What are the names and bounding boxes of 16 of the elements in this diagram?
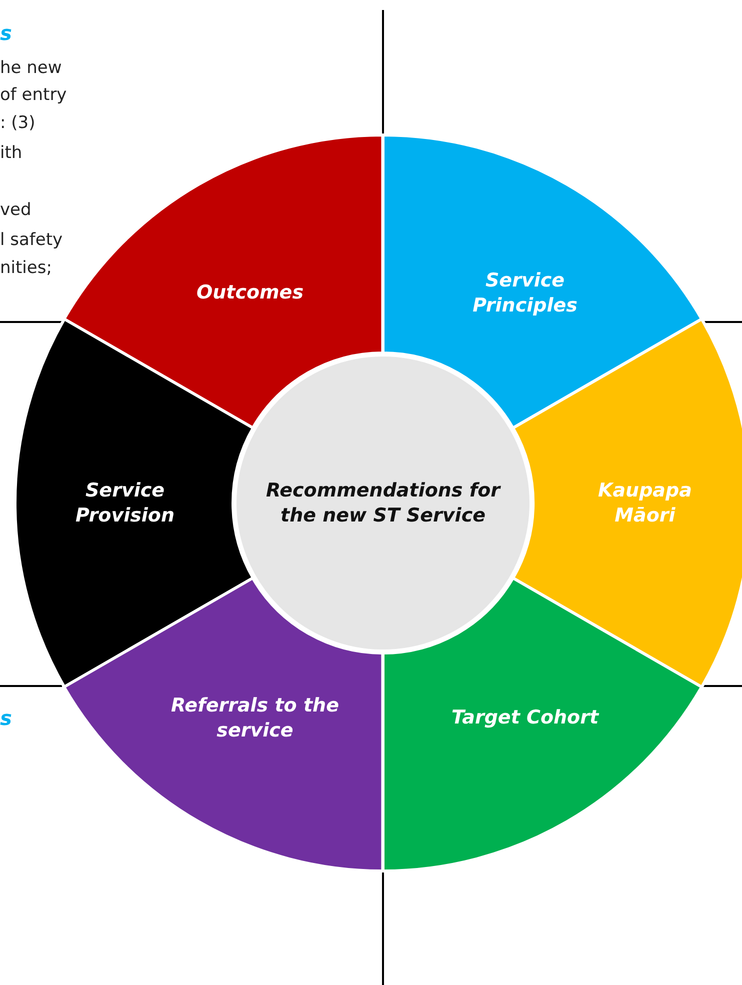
segment-label: Outcomes xyxy=(195,280,305,306)
text-fragment: : (3) xyxy=(0,113,36,133)
text-fragment: ved xyxy=(0,200,32,220)
segment-label: Service Provision xyxy=(74,478,176,528)
segment-label: Target Cohort xyxy=(450,706,600,730)
text-fragment: of entry xyxy=(0,85,67,105)
segment-label: Service Principles xyxy=(472,268,578,318)
segment-label: Referrals to the service xyxy=(170,693,340,743)
text-fragment: nities; xyxy=(0,258,52,278)
text-fragment: he new xyxy=(0,58,62,78)
text-fragment: l safety xyxy=(0,230,63,250)
heading-fragment: s xyxy=(0,706,12,730)
text-fragment: ith xyxy=(0,143,22,163)
segment-label: Kaupapa Māori xyxy=(597,478,693,528)
center-label: Recommendations for the new ST Service xyxy=(264,478,502,528)
heading-fragment: s xyxy=(0,21,12,45)
